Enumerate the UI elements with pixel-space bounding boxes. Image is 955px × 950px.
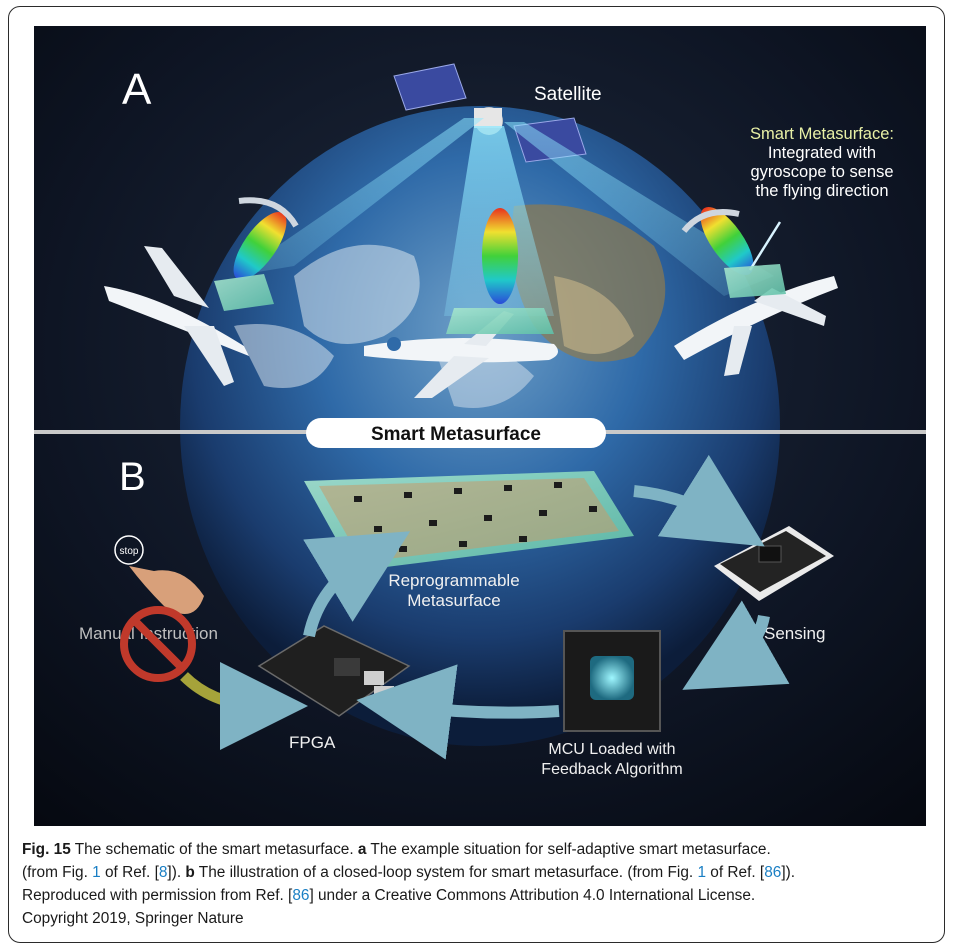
hand-icon [129, 566, 204, 614]
stop-button-icon [114, 535, 144, 565]
panel-b-letter: B [119, 455, 146, 499]
right-beam [504, 122, 774, 296]
panel-a-letter: A [122, 65, 152, 114]
caption-panel-a-label: a [357, 841, 367, 858]
caption-line-4: Copyright 2019, Springer Nature [22, 910, 244, 927]
mcu-chip-icon [563, 630, 661, 732]
airplane-left [104, 246, 274, 386]
figure-image: A Satellite Smart Metasurface: Integrate… [34, 26, 926, 826]
reference-link[interactable]: 86 [764, 864, 782, 881]
mcu-label-line-2: Feedback Algorithm [541, 761, 682, 778]
caption-text: The example situation for self-adaptive … [366, 841, 771, 858]
caption-panel-b-label: b [185, 864, 195, 881]
airplane-right [674, 264, 838, 376]
caption-text: (from Fig. [22, 864, 93, 881]
figure-caption: Fig. 15 The schematic of the smart metas… [22, 838, 934, 930]
smart-metasurface-title: Smart Metasurface: [750, 125, 894, 143]
arrow-to-mcu [682, 600, 790, 690]
right-radiation-lobe [700, 206, 754, 276]
metasurface-label-line-1: Reprogrammable [388, 571, 519, 590]
sensing-label: Sensing [764, 624, 825, 643]
metasurface-pointer [748, 221, 782, 271]
caption-text: Reproduced with permission from Ref. [ [22, 887, 293, 904]
reference-link[interactable]: 86 [292, 887, 310, 904]
airplane-center [364, 308, 558, 398]
caption-text: ] under a Creative Commons Attribution 4… [309, 887, 756, 904]
left-radiation-lobe [233, 211, 287, 281]
caption-fig-label: Fig. 15 [22, 841, 71, 858]
center-radiation-lobe [482, 208, 518, 304]
smart-desc-line-3: the flying direction [756, 182, 889, 200]
sensing-chip-icon [714, 526, 834, 601]
prohibited-icon [120, 606, 196, 682]
left-tilt-arrow [238, 197, 299, 228]
caption-line-3: Reproduced with permission from Ref. [86… [22, 884, 934, 907]
caption-text: ]). [781, 864, 795, 881]
left-beam [234, 118, 484, 276]
metasurface-label-line-2: Metasurface [407, 591, 501, 610]
manual-arrow [180, 661, 308, 750]
smart-desc-line-2: gyroscope to sense [750, 163, 893, 181]
mcu-label-line-1: MCU Loaded with [548, 741, 675, 758]
fpga-label: FPGA [289, 733, 336, 752]
figure-link[interactable]: 1 [92, 864, 101, 881]
divider-label: Smart Metasurface [371, 424, 541, 445]
caption-text: ]). [167, 864, 186, 881]
divider-label-pill [306, 418, 606, 448]
arrow-to-sensing [633, 454, 765, 547]
caption-text: of Ref. [ [706, 864, 765, 881]
satellite-label: Satellite [534, 84, 602, 105]
caption-line-2: (from Fig. 1 of Ref. [8]). b The illustr… [22, 861, 934, 884]
caption-text: The schematic of the smart metasurface. [70, 841, 358, 858]
arrow-to-fpga [356, 664, 560, 760]
stop-text: stop [120, 546, 139, 557]
reference-link[interactable]: 8 [158, 864, 168, 881]
caption-line-1: Fig. 15 The schematic of the smart metas… [22, 838, 934, 861]
caption-text: of Ref. [ [100, 864, 159, 881]
smart-desc-line-1: Integrated with [768, 144, 876, 162]
figure-link[interactable]: 1 [697, 864, 707, 881]
arrow-to-metasurface [303, 531, 411, 638]
caption-text: The illustration of a closed-loop system… [194, 864, 698, 881]
right-tilt-arrow [681, 209, 740, 233]
